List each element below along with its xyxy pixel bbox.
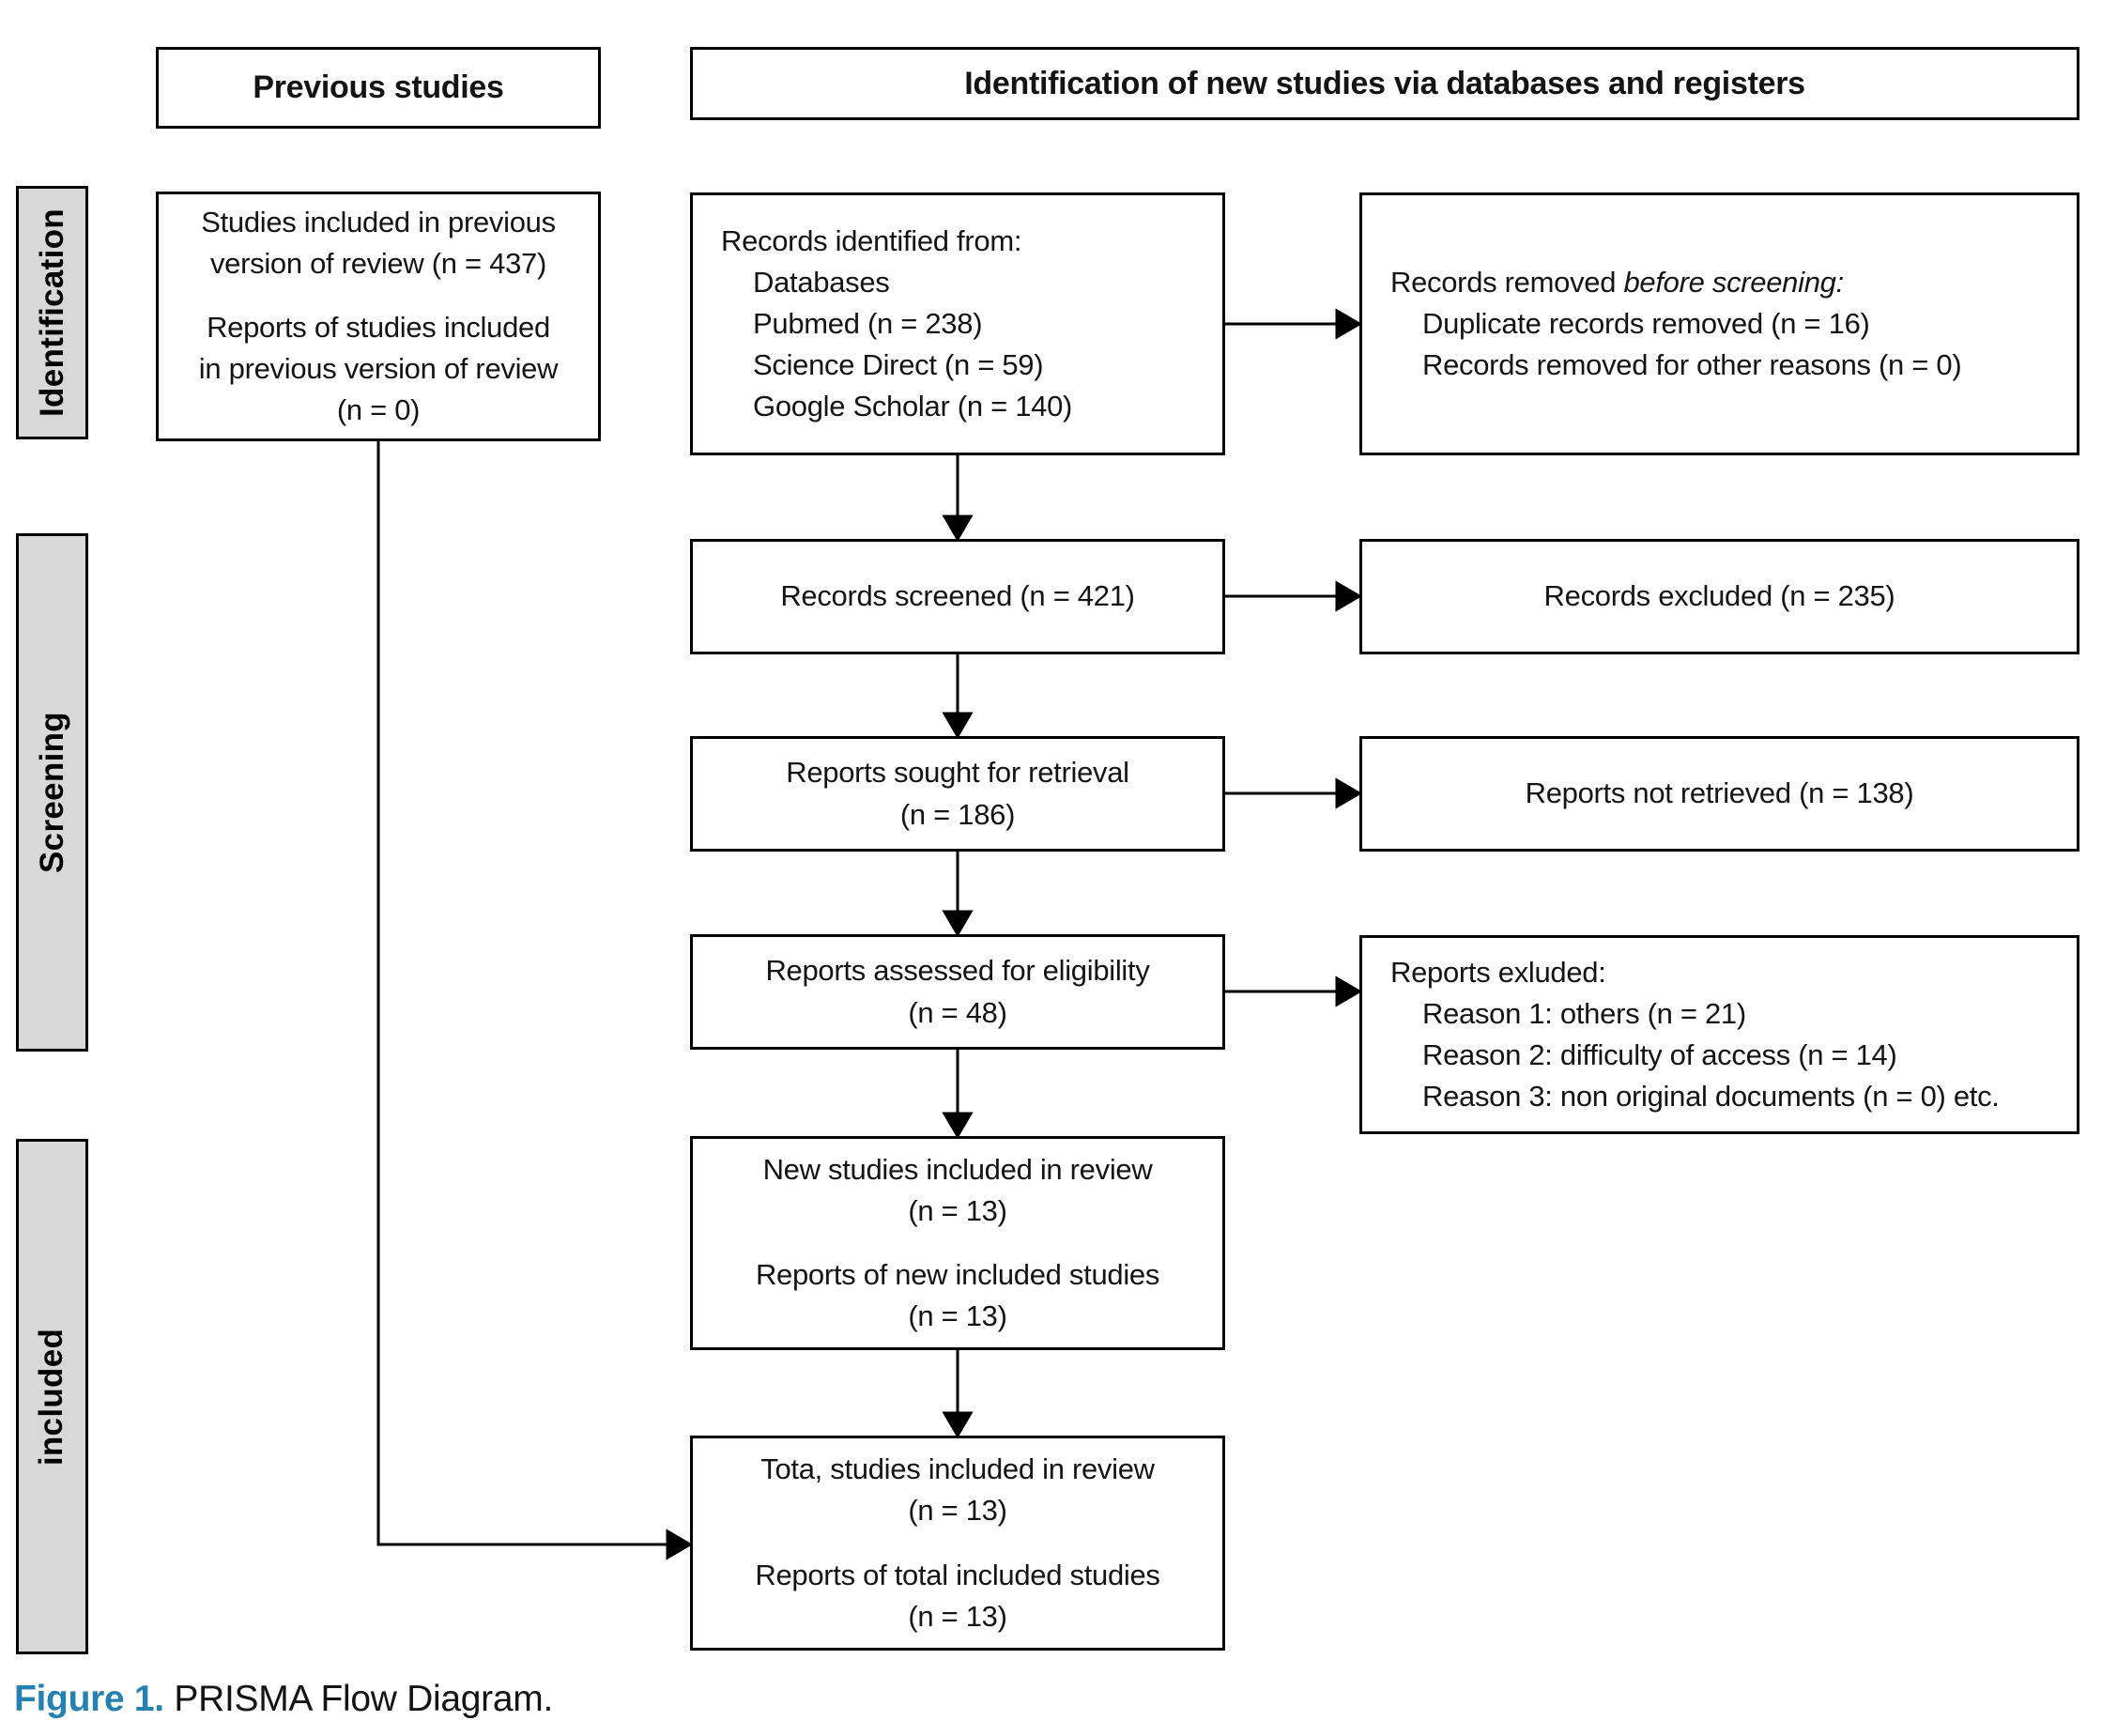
reports-not-retrieved-box: Reports not retrieved (n = 138) bbox=[1359, 736, 2079, 852]
records-screened-box: Records screened (n = 421) bbox=[690, 539, 1225, 654]
stage-label-screening: Screening bbox=[16, 533, 88, 1052]
stage-label-included-text: included bbox=[33, 1328, 70, 1466]
arrow-identified-to-removed bbox=[1225, 308, 1362, 340]
records-removed-box: Records removed before screening: Duplic… bbox=[1359, 192, 2079, 455]
arrow-assessed-to-new-studies bbox=[942, 1050, 974, 1139]
previous-studies-header-label: Previous studies bbox=[253, 69, 504, 106]
reports-excluded-item: Reason 1: others (n = 21) bbox=[1422, 996, 1746, 1030]
figure-caption: Figure 1. PRISMA Flow Diagram. bbox=[14, 1679, 553, 1720]
total-studies-included-box: Tota, studies included in review (n = 13… bbox=[690, 1436, 1225, 1651]
records-identified-item: Google Scholar (n = 140) bbox=[753, 390, 1073, 423]
records-identified-box: Records identified from: Databases Pubme… bbox=[690, 192, 1225, 455]
stage-label-identification: Identification bbox=[16, 186, 88, 439]
arrow-previous-to-total bbox=[376, 441, 693, 1560]
reports-excluded-box: Reports exluded: Reason 1: others (n = 2… bbox=[1359, 935, 2079, 1134]
arrow-sought-to-assessed bbox=[942, 852, 974, 937]
total-studies-para2: Reports of total included studies (n = 1… bbox=[755, 1558, 1160, 1633]
figure-caption-text: PRISMA Flow Diagram. bbox=[174, 1679, 553, 1719]
stage-label-included: included bbox=[16, 1139, 88, 1654]
records-removed-item: Duplicate records removed (n = 16) bbox=[1422, 306, 1870, 340]
figure-caption-label: Figure 1. bbox=[14, 1679, 164, 1719]
records-identified-item: Databases bbox=[753, 265, 890, 299]
arrow-screened-to-excluded bbox=[1225, 580, 1362, 612]
stage-label-screening-text: Screening bbox=[33, 712, 70, 873]
identification-new-studies-header-label: Identification of new studies via databa… bbox=[964, 65, 1805, 101]
new-studies-included-box: New studies included in review (n = 13) … bbox=[690, 1136, 1225, 1350]
records-removed-title: Records removed before screening: bbox=[1390, 265, 1844, 299]
previous-studies-para1: Studies included in previous version of … bbox=[201, 205, 556, 280]
new-studies-para1: New studies included in review (n = 13) bbox=[762, 1152, 1153, 1227]
arrow-assessed-to-reports-excluded bbox=[1225, 976, 1362, 1007]
reports-assessed-box: Reports assessed for eligibility (n = 48… bbox=[690, 934, 1225, 1050]
reports-excluded-title: Reports exluded: bbox=[1390, 955, 1606, 989]
records-identified-item: Pubmed (n = 238) bbox=[753, 306, 983, 340]
total-studies-para1: Tota, studies included in review (n = 13… bbox=[760, 1452, 1155, 1528]
records-removed-item: Records removed for other reasons (n = 0… bbox=[1422, 348, 1962, 381]
reports-sought-box: Reports sought for retrieval (n = 186) bbox=[690, 736, 1225, 852]
previous-studies-box: Studies included in previous version of … bbox=[156, 192, 601, 441]
records-identified-item: Science Direct (n = 59) bbox=[753, 348, 1044, 381]
reports-excluded-item: Reason 2: difficulty of access (n = 14) bbox=[1422, 1038, 1897, 1071]
arrow-identified-to-screened bbox=[942, 455, 974, 542]
new-studies-para2: Reports of new included studies (n = 13) bbox=[755, 1258, 1160, 1333]
reports-excluded-item: Reason 3: non original documents (n = 0)… bbox=[1422, 1080, 2000, 1114]
arrow-screened-to-sought bbox=[942, 654, 974, 739]
previous-studies-para2: Reports of studies included in previous … bbox=[198, 310, 559, 427]
previous-studies-header-box: Previous studies bbox=[156, 47, 601, 129]
records-identified-title: Records identified from: bbox=[721, 223, 1022, 257]
records-excluded-box: Records excluded (n = 235) bbox=[1359, 539, 2079, 654]
identification-new-studies-header-box: Identification of new studies via databa… bbox=[690, 47, 2079, 120]
arrow-sought-to-not-retrieved bbox=[1225, 777, 1362, 809]
stage-label-identification-text: Identification bbox=[33, 208, 70, 417]
arrow-new-studies-to-total bbox=[942, 1350, 974, 1438]
